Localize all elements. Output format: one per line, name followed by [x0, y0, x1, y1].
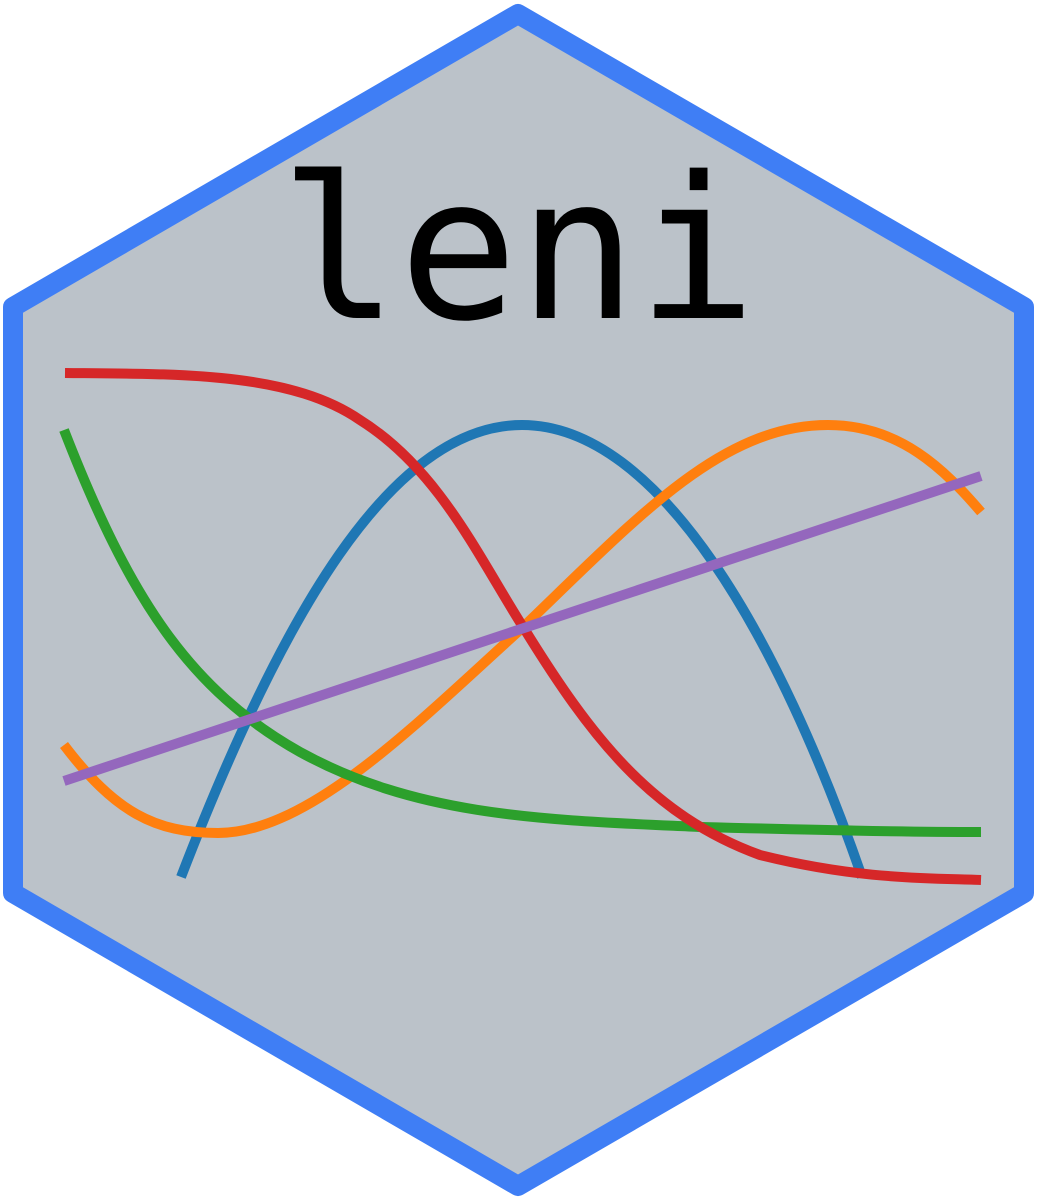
curve-blue: [176, 419, 867, 879]
hexagon-badge: [3, 4, 1034, 1196]
curve-green: [59, 428, 982, 837]
logo-title: leni: [280, 134, 757, 365]
curve-purple: [62, 471, 983, 786]
